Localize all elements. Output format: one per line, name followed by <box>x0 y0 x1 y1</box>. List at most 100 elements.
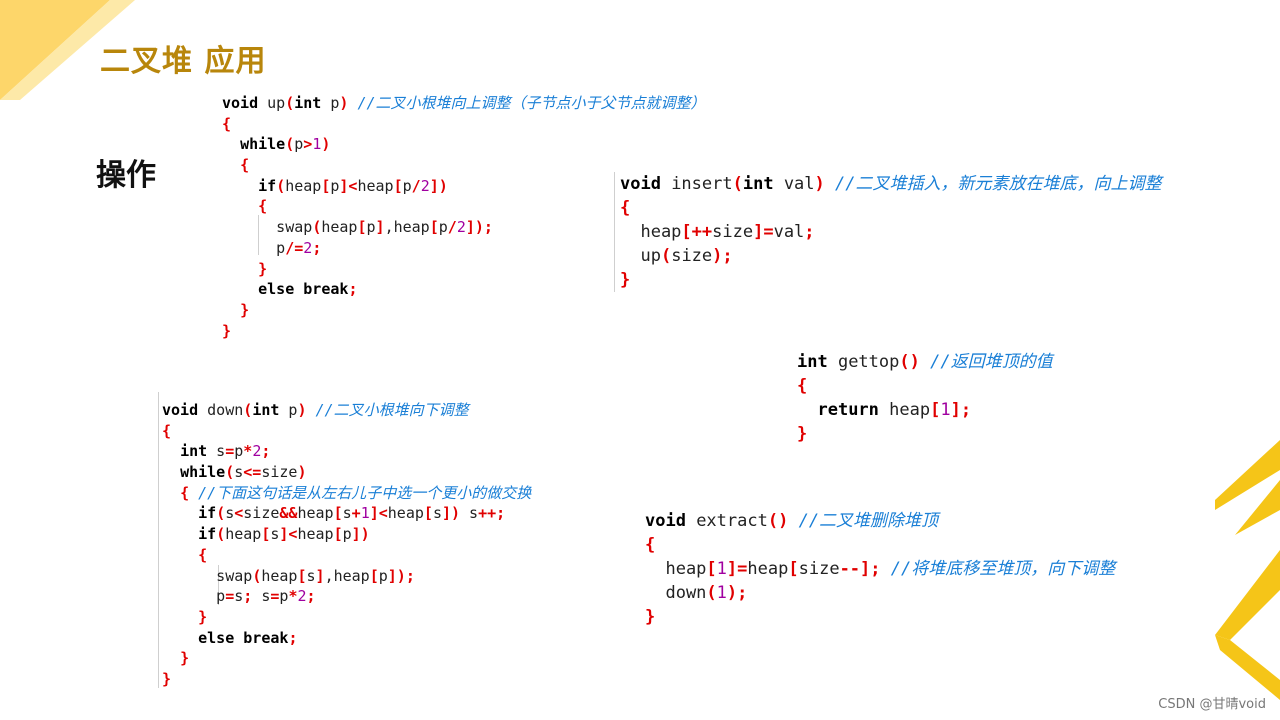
code-token: s <box>234 463 244 482</box>
code-line: heap[++size]=val; <box>620 220 1162 244</box>
code-line: } <box>222 321 706 342</box>
code-token: //二叉堆插入，新元素放在堆底，向上调整 <box>835 174 1162 194</box>
code-token: 1 <box>940 400 951 420</box>
code-token: ( <box>285 94 295 112</box>
code-token: [ <box>321 176 331 195</box>
code-token: ,heap <box>324 566 370 585</box>
section-heading: 操作 <box>96 158 156 193</box>
code-token: ; <box>804 222 815 242</box>
code-token <box>222 260 258 278</box>
code-token: ]< <box>339 176 358 195</box>
code-token: --]; <box>839 559 881 579</box>
code-token <box>222 280 258 298</box>
code-token: //二叉堆删除堆顶 <box>798 511 939 531</box>
code-line: } <box>222 300 706 321</box>
code-token: [ <box>788 559 799 579</box>
code-token: ]= <box>726 559 748 579</box>
code-token: ]< <box>369 504 388 523</box>
code-token: s <box>306 566 316 585</box>
code-token: heap <box>297 525 334 544</box>
code-token: ; <box>312 238 322 257</box>
code-token: } <box>620 270 631 290</box>
code-token: ( <box>252 566 262 585</box>
code-token: [++ <box>681 222 713 242</box>
code-line: swap(heap[s],heap[p]); <box>162 566 531 587</box>
code-token: ]= <box>753 222 774 242</box>
code-token: p <box>378 566 388 585</box>
code-token: size <box>712 222 754 242</box>
code-token: if <box>258 176 277 195</box>
code-token: s <box>432 504 442 523</box>
code-line: } <box>222 259 706 280</box>
code-token: ++; <box>478 504 506 523</box>
code-token <box>162 504 198 522</box>
code-token <box>881 559 891 579</box>
code-token: * <box>243 442 253 461</box>
code-block-extract: void extract() //二叉堆删除堆顶{ heap[1]=heap[s… <box>645 509 1115 629</box>
code-token: } <box>797 424 808 444</box>
code-token: () <box>767 511 789 531</box>
code-token: else break <box>258 280 349 299</box>
code-token: //二叉小根堆向下调整 <box>315 401 469 419</box>
code-token: size <box>671 246 713 266</box>
code-token <box>222 301 240 319</box>
code-token: 1 <box>716 583 727 603</box>
code-token: 2 <box>297 587 307 606</box>
code-token: if <box>198 525 217 544</box>
code-token: p <box>162 587 226 606</box>
code-token: 2 <box>303 238 313 257</box>
code-token: ; <box>261 442 271 461</box>
code-token <box>162 463 180 481</box>
code-token: [ <box>429 218 439 237</box>
code-token: ( <box>225 463 235 482</box>
code-line: while(s<=size) <box>162 462 531 483</box>
code-token: //二叉小根堆向上调整（子节点小于父节点就调整） <box>357 94 706 112</box>
code-line: while(p>1) <box>222 134 706 155</box>
code-token: 2 <box>456 218 466 237</box>
code-token: return <box>817 400 879 420</box>
code-token: void <box>620 174 661 194</box>
code-token <box>162 442 180 460</box>
code-token: 1 <box>360 504 370 523</box>
code-token <box>162 649 180 667</box>
corner-decoration-bottom-right <box>1215 440 1280 700</box>
code-token: = <box>225 442 235 461</box>
code-token <box>162 608 198 626</box>
code-token: s <box>342 504 352 523</box>
code-token: //下面这句话是从左右儿子中选一个更小的做交换 <box>198 483 532 502</box>
code-line: heap[1]=heap[size--]; //将堆底移至堆顶，向下调整 <box>645 557 1115 581</box>
code-token: heap <box>321 218 358 237</box>
code-token: 2 <box>252 442 262 461</box>
code-token: [ <box>261 525 271 544</box>
code-token: } <box>240 300 250 319</box>
code-token: void <box>645 511 686 531</box>
code-line: void insert(int val) //二叉堆插入，新元素放在堆底，向上调… <box>620 172 1162 196</box>
code-token: p <box>321 94 340 112</box>
code-block-insert: void insert(int val) //二叉堆插入，新元素放在堆底，向上调… <box>620 172 1162 292</box>
code-token <box>788 511 798 531</box>
code-token: ( <box>243 401 253 419</box>
code-line: p=s; s=p*2; <box>162 586 531 607</box>
code-token: 1 <box>312 135 322 154</box>
code-token: ]); <box>387 566 415 585</box>
code-line: { <box>162 545 531 566</box>
code-token: ] <box>375 218 385 237</box>
code-token: ; <box>348 280 358 299</box>
code-token: { <box>198 545 208 564</box>
code-gutter-line <box>614 172 615 292</box>
code-token <box>825 174 835 194</box>
code-token: //返回堆顶的值 <box>930 352 1053 372</box>
code-token: ]) <box>441 504 461 523</box>
code-token: { <box>222 114 232 133</box>
code-token: heap <box>297 504 334 523</box>
code-token <box>920 352 930 372</box>
code-token: ); <box>726 583 748 603</box>
code-token: heap <box>393 218 430 237</box>
code-token: while <box>180 463 226 482</box>
code-token <box>162 546 198 564</box>
code-token: p <box>366 218 376 237</box>
code-token: void <box>222 94 259 112</box>
code-token: { <box>240 156 250 175</box>
code-token <box>222 135 240 153</box>
code-line: } <box>645 605 1115 629</box>
